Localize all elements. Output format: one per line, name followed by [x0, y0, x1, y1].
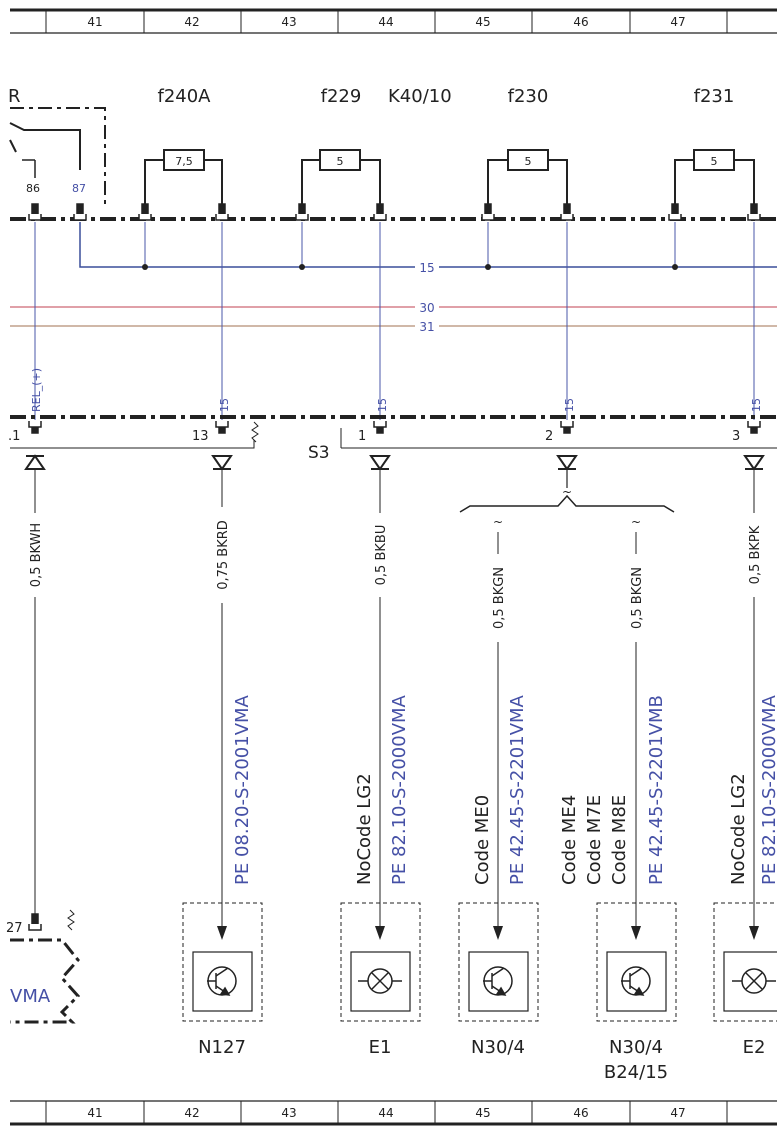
code-w5-3: Code M8E [609, 795, 630, 885]
ref-link-w2[interactable]: PE 08.20-S-2001VMA [232, 694, 253, 885]
code-w5-2: Code M7E [584, 795, 605, 885]
bottom-col-41: 41 [87, 1106, 102, 1120]
wire-spec-w4: 0,5 BKGN [492, 567, 507, 629]
component-e2: E2 [713, 902, 777, 1058]
col-41: 41 [87, 15, 102, 29]
ref-link-w6[interactable]: PE 82.10-S-2000VMA [759, 694, 777, 885]
col-42: 42 [184, 15, 199, 29]
fuse-name: f231 [694, 86, 735, 107]
pin-label-1: 1 [358, 429, 366, 444]
relay-pin-86: 86 [26, 182, 40, 195]
col-47: 47 [670, 15, 685, 29]
tilde-symbol: ~ [493, 515, 503, 529]
component-label-2: B24/15 [604, 1062, 668, 1083]
pin-label-partial: .1 [8, 429, 20, 444]
bus-line-30: 30 [10, 301, 777, 315]
lamp-icon [358, 968, 402, 994]
tilde-symbol: ~ [631, 515, 641, 529]
bottom-col-44: 44 [378, 1106, 393, 1120]
fuse-f229: f229 5 [301, 86, 381, 205]
wire-spec-w2: 0,75 BKRD [216, 520, 231, 590]
code-w4: Code ME0 [472, 795, 493, 885]
col-46: 46 [573, 15, 588, 29]
component-n30-4: N30/4 [458, 902, 539, 1058]
fuse-value: 5 [711, 155, 718, 168]
wire-spec-w1: 0,5 BKWH [29, 523, 44, 587]
transistor-icon [483, 966, 513, 996]
fuse-name: f230 [508, 86, 549, 107]
wire-arrowheads [217, 926, 759, 940]
bus-line-31: 31 [10, 320, 777, 334]
bottom-col-45: 45 [475, 1106, 490, 1120]
upper-connector-pins [28, 203, 761, 221]
bottom-column-header: 41 42 43 44 45 46 47 [10, 1100, 777, 1126]
tilde-symbol: ~ [562, 485, 572, 499]
transistor-icon [207, 966, 237, 996]
fuse-name: f240A [157, 86, 211, 107]
wire-spec-w6: 0,5 BKPK [748, 525, 763, 584]
fuse-f230: f230 5 [487, 86, 568, 205]
col-43: 43 [281, 15, 296, 29]
code-w6: NoCode LG2 [728, 773, 749, 885]
feed-wires [34, 222, 755, 420]
relay-label: R [8, 86, 21, 107]
component-label: E1 [369, 1037, 392, 1058]
left-partial-component: 27 VMA [6, 909, 81, 1024]
ref-link-w3[interactable]: PE 82.10-S-2000VMA [389, 694, 410, 885]
fuse-value: 7,5 [175, 155, 193, 168]
feed-label-15: 15 [376, 398, 389, 412]
bus-label-15: 15 [419, 261, 434, 275]
pin-label-27: 27 [6, 921, 23, 936]
wire-spec-w5: 0,5 BKGN [630, 567, 645, 629]
pin-label-2: 2 [545, 429, 553, 444]
feed-label-15: 15 [563, 398, 576, 412]
col-45: 45 [475, 15, 490, 29]
component-label: N30/4 [471, 1037, 525, 1058]
bottom-col-43: 43 [281, 1106, 296, 1120]
fuse-name: f229 [321, 86, 362, 107]
feed-label-15: 15 [750, 398, 763, 412]
ref-link-w5[interactable]: PE 42.45-S-2201VMB [646, 695, 667, 885]
variant-brace: ~ ~ ~ [459, 469, 675, 529]
bus-label-31: 31 [419, 320, 434, 334]
relay-k40-10: R 86 87 [8, 86, 106, 205]
transistor-icon [621, 966, 651, 996]
harness-symbols [24, 454, 765, 471]
component-label: N30/4 [609, 1037, 663, 1058]
relay-pin-87: 87 [72, 182, 86, 195]
lamp-icon [732, 968, 776, 994]
component-e1: E1 [340, 902, 421, 1058]
wire-spec-w3: 0,5 BKBU [374, 525, 389, 586]
bus-label-30: 30 [419, 301, 434, 315]
fuse-f240a: f240A 7,5 [144, 86, 223, 205]
col-44: 44 [378, 15, 393, 29]
relay-code-label: K40/10 [388, 86, 452, 107]
pin-label-13: 13 [192, 429, 209, 444]
component-n127: N127 [182, 902, 263, 1058]
fuse-f231: f231 5 [674, 86, 755, 205]
lower-connector-pins [28, 421, 761, 434]
vma-label: VMA [10, 986, 51, 1007]
code-w3: NoCode LG2 [354, 773, 375, 885]
bottom-col-47: 47 [670, 1106, 685, 1120]
component-label: N127 [198, 1037, 246, 1058]
feed-label-15: 15 [218, 398, 231, 412]
fuse-value: 5 [337, 155, 344, 168]
bottom-col-42: 42 [184, 1106, 199, 1120]
s3-label: S3 [308, 443, 330, 463]
ref-link-w4[interactable]: PE 42.45-S-2201VMA [507, 694, 528, 885]
rel-plus-label: REL_(+) [30, 368, 43, 412]
fuse-value: 5 [525, 155, 532, 168]
top-column-header: 41 42 43 44 45 46 47 [10, 8, 777, 34]
component-n30-4-b24-15: N30/4 B24/15 [596, 902, 677, 1083]
bottom-col-46: 46 [573, 1106, 588, 1120]
pin-label-3: 3 [732, 429, 740, 444]
bus-line-15: 15 [79, 222, 777, 275]
code-w5-1: Code ME4 [559, 795, 580, 885]
component-label: E2 [743, 1037, 766, 1058]
